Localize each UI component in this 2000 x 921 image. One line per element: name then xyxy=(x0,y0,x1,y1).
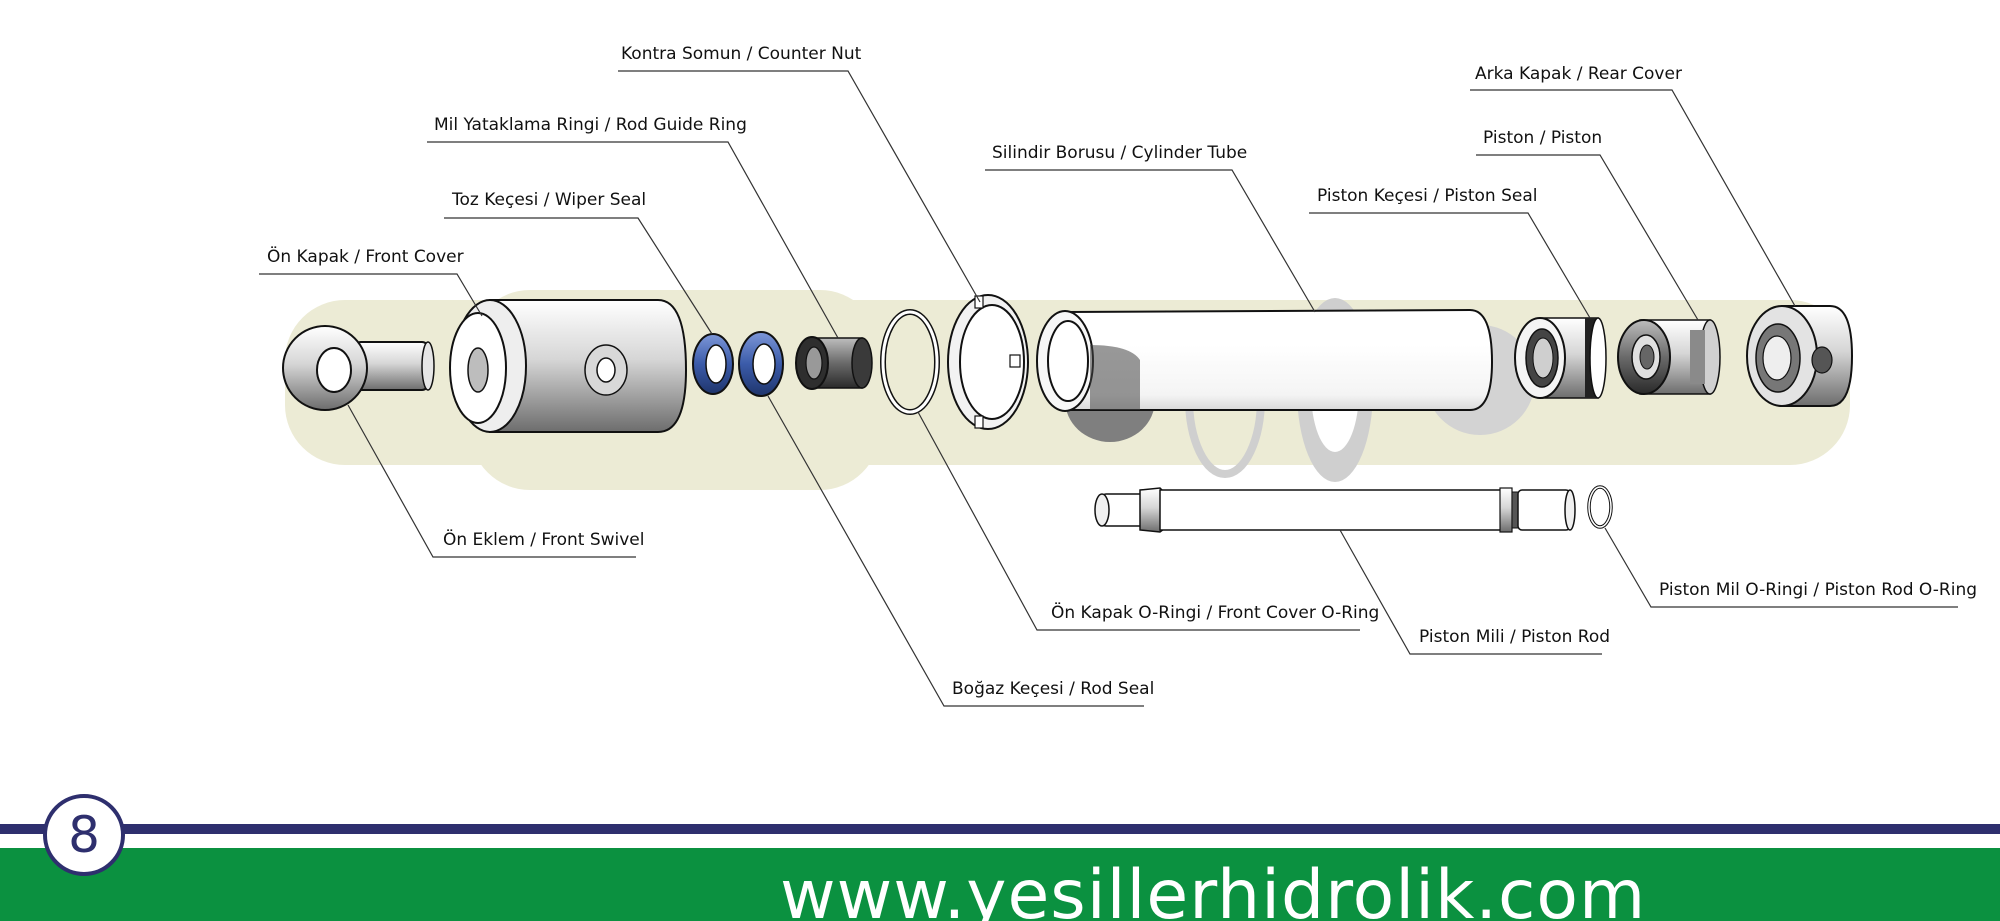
wiper-seal-part xyxy=(692,333,734,395)
leader-rod-guide-ring xyxy=(427,141,839,339)
footer-navy-stripe xyxy=(0,824,2000,834)
leader-front-cover xyxy=(259,273,483,317)
piston-rod-part xyxy=(1094,487,1576,533)
label-front-cover-oring: Ön Kapak O-Ringi / Front Cover O-Ring xyxy=(1051,601,1379,623)
label-front-swivel: Ön Eklem / Front Swivel xyxy=(443,528,645,550)
front-cover-oring-part xyxy=(880,309,940,415)
label-front-cover: Ön Kapak / Front Cover xyxy=(267,245,464,267)
counter-nut-part xyxy=(947,294,1029,430)
leader-piston xyxy=(1476,154,1699,321)
front-swivel-part xyxy=(282,325,435,411)
label-rear-cover: Arka Kapak / Rear Cover xyxy=(1475,64,1682,84)
page-number-badge: 8 xyxy=(43,794,125,876)
leader-wiper-seal xyxy=(444,217,713,335)
rear-cover-part xyxy=(1746,305,1854,407)
part-labels: Kontra Somun / Counter Nut Arka Kapak / … xyxy=(267,44,1977,699)
footer-website[interactable]: www.yesillerhidrolik.com xyxy=(780,856,1647,921)
leader-piston-seal xyxy=(1309,212,1591,319)
leader-piston-rod-oring xyxy=(1604,527,1958,608)
leader-counter-nut xyxy=(618,70,981,303)
rod-seal-part xyxy=(738,331,784,397)
rod-guide-ring-part xyxy=(795,336,873,390)
label-piston-seal: Piston Keçesi / Piston Seal xyxy=(1317,186,1537,206)
label-piston: Piston / Piston xyxy=(1483,128,1602,148)
label-piston-rod: Piston Mili / Piston Rod xyxy=(1419,627,1610,647)
label-rod-seal: Boğaz Keçesi / Rod Seal xyxy=(952,679,1154,699)
label-rod-guide-ring: Mil Yataklama Ringi / Rod Guide Ring xyxy=(434,115,747,135)
page-number: 8 xyxy=(68,806,100,864)
leader-cylinder-tube xyxy=(985,169,1316,313)
footer-band: www.yesillerhidrolik.com xyxy=(0,848,2000,921)
leader-front-cover-oring xyxy=(917,411,1360,631)
piston-rod-oring-part xyxy=(1587,485,1613,529)
cylinder-tube-part xyxy=(1036,308,1494,412)
leader-lines xyxy=(259,70,1958,707)
label-wiper-seal: Toz Keçesi / Wiper Seal xyxy=(451,190,646,210)
front-cover-part xyxy=(449,299,688,433)
label-counter-nut: Kontra Somun / Counter Nut xyxy=(621,44,862,64)
label-cylinder-tube: Silindir Borusu / Cylinder Tube xyxy=(992,143,1247,163)
piston-part xyxy=(1617,319,1721,395)
label-piston-rod-oring: Piston Mil O-Ringi / Piston Rod O-Ring xyxy=(1659,580,1977,600)
piston-seal-part xyxy=(1514,317,1607,399)
leader-front-swivel xyxy=(347,404,636,558)
leader-rod-seal xyxy=(767,395,1144,707)
leader-piston-rod xyxy=(1339,529,1602,655)
leader-rear-cover xyxy=(1470,89,1796,307)
